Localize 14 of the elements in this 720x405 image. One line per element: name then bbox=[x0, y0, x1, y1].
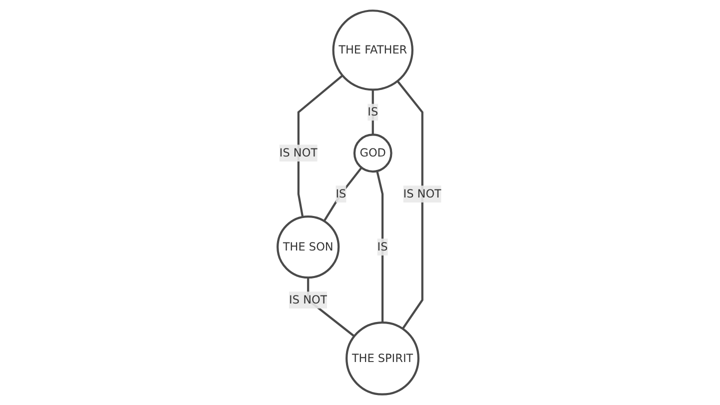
node-circle: GOD bbox=[354, 134, 393, 173]
node-circle: THE SPIRIT bbox=[346, 321, 420, 396]
edge-label: IS NOT bbox=[280, 146, 318, 160]
connector bbox=[324, 166, 363, 222]
edge-label: IS bbox=[336, 187, 347, 200]
edge-label: IS NOT bbox=[289, 292, 328, 306]
connector bbox=[376, 170, 384, 323]
connector bbox=[298, 74, 344, 218]
node-circle: THE FATHER bbox=[332, 10, 414, 91]
node-circle: THE SON bbox=[277, 215, 340, 279]
edge-label: IS bbox=[368, 105, 379, 119]
edge-label: IS bbox=[378, 240, 388, 254]
connector bbox=[397, 80, 424, 330]
edge-label: IS NOT bbox=[404, 187, 442, 200]
